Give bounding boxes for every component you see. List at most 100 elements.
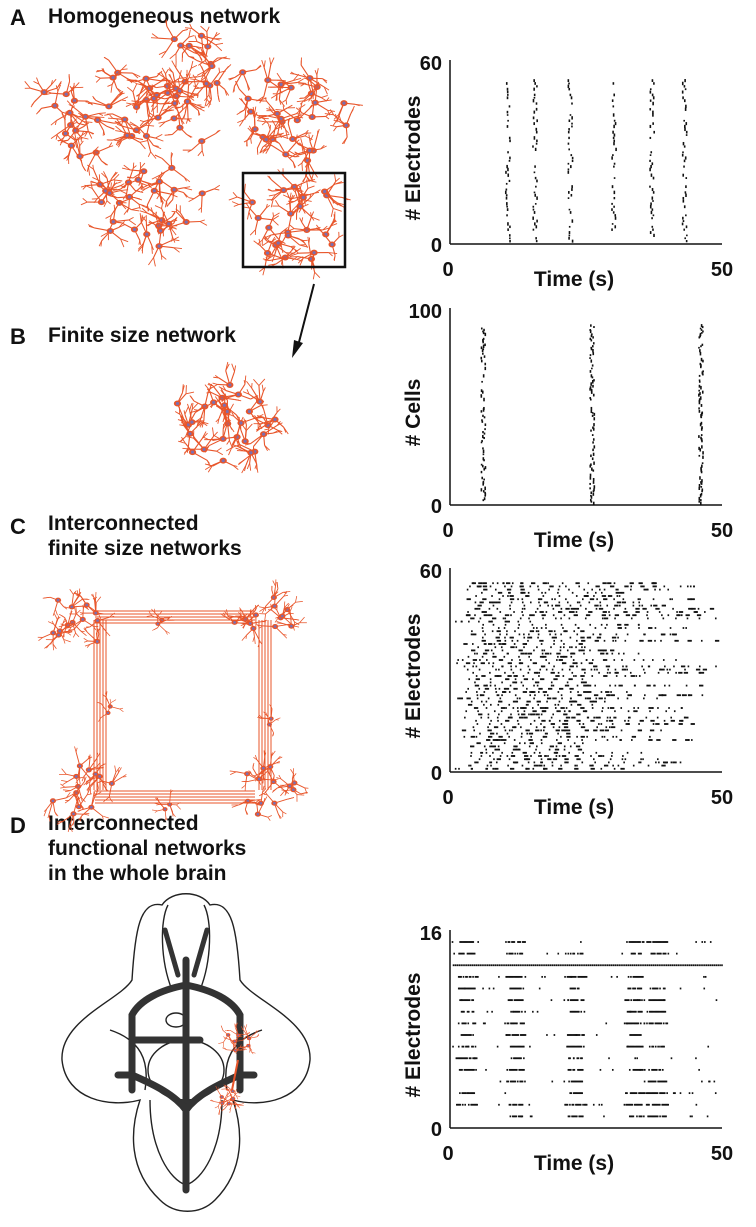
spike (560, 736, 562, 738)
spike (701, 329, 703, 331)
spike (633, 707, 635, 709)
spike (652, 228, 654, 230)
spike (581, 646, 583, 648)
spike (683, 120, 685, 122)
spike (571, 1092, 573, 1094)
spike (486, 586, 488, 588)
spike (614, 582, 616, 584)
spike (475, 720, 477, 722)
spike (592, 457, 594, 460)
spike (491, 595, 493, 597)
spike (568, 752, 570, 754)
spike (521, 976, 523, 978)
spike (506, 630, 508, 632)
spike (591, 389, 593, 393)
spike (617, 589, 619, 591)
spike (470, 1057, 472, 1059)
spike (691, 723, 693, 725)
spike (664, 720, 666, 722)
spike (600, 605, 602, 607)
spike (638, 598, 640, 600)
spike (619, 595, 621, 597)
spike (719, 964, 721, 966)
spike (512, 752, 514, 754)
spike (702, 391, 704, 394)
spike (472, 643, 474, 645)
spike (643, 586, 645, 588)
spike (522, 717, 524, 719)
spike (535, 203, 537, 205)
spike (523, 691, 525, 693)
spike (590, 370, 592, 373)
spike (534, 136, 536, 140)
spike (555, 698, 557, 700)
spike (700, 345, 702, 347)
spike (452, 941, 454, 943)
spike (481, 701, 483, 703)
spike (594, 964, 596, 966)
spike (509, 592, 511, 594)
spike (522, 598, 524, 600)
spike (568, 85, 570, 88)
spike (573, 717, 575, 719)
spike (474, 682, 476, 684)
spike (613, 964, 615, 966)
spike (530, 755, 532, 757)
spike (530, 723, 532, 725)
spike (583, 653, 585, 655)
whole-brain-illustration (62, 894, 310, 1212)
spike (517, 598, 519, 600)
spike (593, 758, 595, 760)
spike (609, 717, 611, 719)
spike (593, 598, 595, 600)
spike (614, 768, 616, 770)
spike (481, 488, 483, 491)
spike (505, 191, 507, 194)
spike (518, 624, 520, 626)
spike (641, 752, 643, 754)
spike (671, 1057, 673, 1059)
spike (516, 682, 518, 684)
spike (617, 614, 619, 616)
spike (702, 370, 704, 372)
spike (581, 762, 583, 764)
spike (590, 964, 592, 966)
spike (538, 598, 540, 600)
spike (670, 717, 672, 719)
spike (522, 999, 524, 1001)
spike (693, 598, 695, 600)
spike (623, 592, 625, 594)
spike (567, 999, 569, 1001)
spike (507, 94, 509, 96)
spike (589, 487, 591, 489)
spike (680, 762, 682, 764)
spike (516, 964, 518, 966)
spike (553, 723, 555, 725)
spike (610, 586, 612, 588)
spike (592, 415, 594, 417)
spike (500, 675, 502, 677)
spike (529, 758, 531, 760)
spike (621, 685, 623, 687)
spike (520, 669, 522, 671)
spike (571, 126, 573, 128)
spike (497, 1046, 499, 1048)
spike (683, 166, 685, 168)
spike (686, 131, 688, 134)
spike (603, 595, 605, 597)
spike (483, 329, 485, 331)
spike (508, 614, 510, 616)
spike (488, 698, 490, 700)
spike (522, 589, 524, 591)
spike (563, 707, 565, 709)
spike (653, 964, 655, 966)
spike (524, 742, 526, 744)
spike (613, 211, 615, 213)
spike (668, 614, 670, 616)
spike (478, 621, 480, 623)
spike (650, 941, 652, 943)
spike (590, 430, 592, 432)
spike (633, 602, 635, 604)
y-tick-max: 60 (420, 53, 442, 75)
spike (710, 964, 712, 966)
